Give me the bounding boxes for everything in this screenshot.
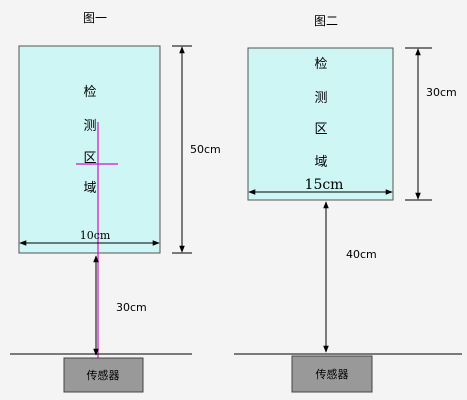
figure-2-region-char-2: 测 [314, 91, 327, 106]
figure-1-region-label: 检 测 区 域 [83, 85, 96, 196]
figure-2-region-char-4: 域 [314, 155, 327, 170]
figure-1-title: 图一 [83, 11, 107, 25]
figure-2-region-label: 检 测 区 域 [314, 57, 327, 170]
figure-1-region-char-1: 检 [83, 85, 96, 100]
figure-1-sensor-label: 传感器 [87, 369, 120, 382]
figure-1-height-label: 50cm [190, 143, 221, 156]
figure-1-region-char-3: 区 [83, 151, 96, 166]
figure-1-region-char-4: 域 [83, 181, 96, 196]
figure-1-detection-region [18, 45, 161, 254]
figure-2-detection-region [247, 47, 394, 201]
figure-1-sensor-box [63, 357, 144, 393]
figure-2-region-char-3: 区 [314, 122, 327, 137]
figure-1-width-label: 10cm [80, 229, 111, 242]
figure-2-title: 图二 [314, 14, 338, 28]
figure-1-distance-label: 30cm [116, 301, 147, 314]
figure-2: 图二 检 测 区 域 15cm 30cm 40cm 传感器 [234, 14, 462, 393]
figure-2-height-label: 30cm [426, 86, 457, 99]
figure-2-width-label: 15cm [305, 177, 344, 193]
figure-2-distance-label: 40cm [346, 248, 377, 261]
figure-2-sensor-box [291, 355, 373, 393]
figure-1: 图一 检 测 区 域 10cm 50cm 30cm 传感器 [10, 11, 221, 393]
figure-2-region-char-1: 检 [314, 57, 327, 72]
figure-1-region-char-2: 测 [83, 119, 96, 134]
figure-2-sensor-label: 传感器 [316, 368, 349, 381]
